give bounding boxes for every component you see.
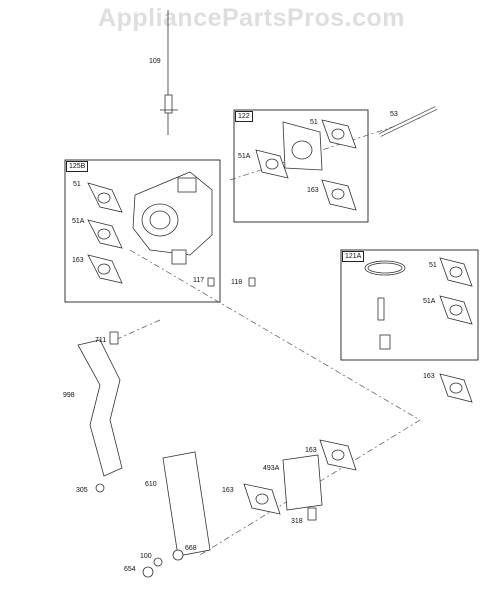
spacer-122: [282, 121, 323, 171]
label-121A-51A: 51A: [423, 298, 436, 305]
washer-100: [153, 557, 163, 567]
label-122-51A: 51A: [238, 153, 251, 160]
stud-53: [379, 106, 437, 137]
rod-109: [160, 10, 178, 135]
gasket-121A-51A: [439, 295, 473, 325]
label-163-low: 163: [222, 487, 234, 494]
label-109: 109: [149, 58, 161, 65]
label-125B-51A: 51A: [72, 218, 85, 225]
kit-121A-parts: [364, 260, 406, 350]
gasket-121A-51: [439, 257, 473, 287]
screw-318: [307, 507, 317, 521]
box-121A-frame: [340, 249, 479, 361]
assembly-line-711: [114, 319, 161, 341]
label-998: 998: [63, 392, 75, 399]
label-305: 305: [76, 487, 88, 494]
gasket-122-51A: [255, 149, 289, 179]
box-122-frame: [233, 109, 369, 223]
box-125B-frame: [64, 159, 221, 303]
nut-654: [142, 566, 154, 578]
gasket-125B-51: [87, 182, 123, 213]
label-121A-51: 51: [429, 262, 437, 269]
label-163-right: 163: [423, 373, 435, 380]
gasket-125B-163: [87, 254, 123, 284]
label-122-51: 51: [310, 119, 318, 126]
box-125B-title: 125B: [66, 161, 89, 172]
screw-305: [95, 483, 105, 493]
shield-610: [162, 451, 211, 557]
label-668: 668: [185, 545, 197, 552]
label-711: 711: [95, 337, 107, 344]
label-117: 117: [193, 277, 205, 284]
label-318: 318: [291, 518, 303, 525]
part-117: [207, 277, 215, 287]
gasket-163-right: [439, 373, 473, 403]
label-100: 100: [140, 553, 152, 560]
gasket-163-mid: [319, 439, 357, 471]
label-610: 610: [145, 481, 157, 488]
label-53: 53: [390, 111, 398, 118]
bracket-998: [77, 339, 123, 477]
label-118: 118: [231, 279, 243, 286]
washer-668: [172, 549, 184, 561]
carburetor: [132, 171, 213, 265]
box-121A-title: 121A: [342, 251, 365, 262]
label-122-163: 163: [307, 187, 319, 194]
label-654: 654: [124, 566, 136, 573]
watermark: AppliancePartsPros.com: [98, 4, 405, 32]
label-125B-163: 163: [72, 257, 84, 264]
gasket-125B-51A: [87, 219, 123, 249]
gasket-122-51: [321, 119, 357, 149]
box-122-title: 122: [235, 111, 253, 122]
gasket-122-163: [321, 179, 357, 211]
screw-711: [109, 331, 119, 345]
label-125B-51: 51: [73, 181, 81, 188]
label-163-mid: 163: [305, 447, 317, 454]
part-118: [248, 277, 256, 287]
manifold-493A: [282, 454, 323, 511]
label-493A: 493A: [263, 465, 280, 472]
gasket-163-low: [243, 483, 281, 515]
